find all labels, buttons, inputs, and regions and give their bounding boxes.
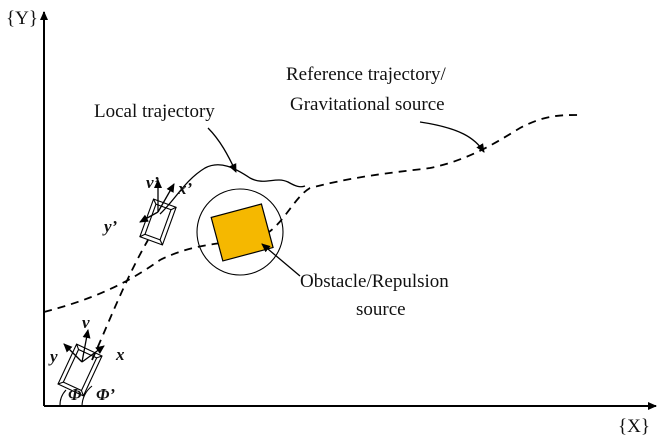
reference-trajectory (43, 114, 579, 313)
repulsion-circle (196, 188, 284, 276)
angle-phi-prime-label: Φ’ (96, 385, 115, 404)
x-axis-label: {X} (618, 416, 650, 437)
vehicle-bottom-v-label: v (82, 313, 90, 332)
obstacle-label-line2: source (356, 299, 406, 320)
vehicle-bottom-v-arrow (81, 329, 91, 363)
reference-label-line1: Reference trajectory/ (286, 64, 447, 85)
obstacle-label-line1: Obstacle/Repulsion (300, 271, 449, 292)
local-label: Local trajectory (94, 101, 215, 122)
obstacle-box (210, 203, 274, 262)
vehicle-top-v-label: v’ (146, 173, 160, 192)
obstacle-pointer (261, 243, 301, 277)
angle-phi-label: Φ (68, 385, 82, 404)
vehicle-bottom-x-label: x (115, 345, 125, 364)
reference-label-line2: Gravitational source (290, 94, 445, 115)
local-trajectory (159, 164, 306, 215)
vehicle-top-x-label: x’ (177, 179, 193, 198)
vehicle-heading-path (91, 239, 149, 361)
y-axis-label: {Y} (6, 8, 38, 29)
vehicle-bottom (57, 343, 103, 397)
angle-arc-phi-prime (81, 385, 93, 407)
reference-pointer (419, 121, 485, 153)
vehicle-top-y-arrow (139, 211, 159, 223)
vehicle-top-x-arrow (157, 183, 175, 213)
vehicle-bottom-x-arrow (81, 345, 105, 363)
local-pointer (207, 127, 237, 173)
vehicle-bottom-y-arrow (63, 343, 83, 363)
vehicle-bottom-y-label: y (48, 347, 58, 366)
angle-arc-phi (59, 389, 67, 407)
vehicle-top-y-label: y’ (102, 217, 118, 236)
